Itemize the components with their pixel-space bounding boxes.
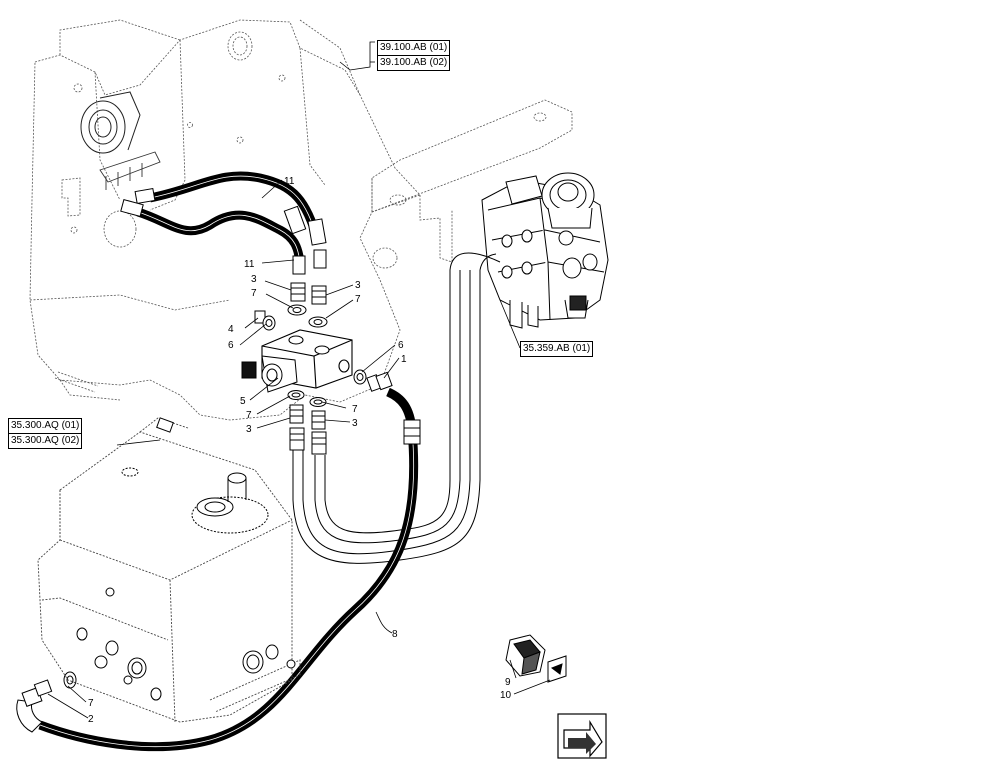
next-page-arrow-icon[interactable] [557,713,607,759]
fittings-side-right [353,369,393,392]
hydraulic-tank [37,417,301,723]
control-valve [481,172,609,329]
callout-6-left: 6 [228,340,234,351]
callout-8: 8 [392,629,398,640]
solenoid [241,355,298,393]
leader-lines [47,41,551,719]
callout-7-lower-left: 7 [246,410,252,421]
hose-8-fittings [16,419,421,733]
rocker-switch-icon [505,634,567,683]
callout-7-tank: 7 [88,698,94,709]
callout-3-upper-left: 3 [251,274,257,285]
fittings-upper [254,282,328,331]
reference-35-300-aq-02[interactable]: 35.300.AQ (02) [8,433,83,449]
callout-11-lower: 11 [244,259,255,270]
reference-39-100-ab-02[interactable]: 39.100.AB (02) [377,55,451,71]
reference-35-359-ab-01[interactable]: 35.359.AB (01) [520,341,594,357]
callout-10: 10 [500,690,512,701]
hose-11-lower [136,207,305,263]
reference-35-300-aq-01[interactable]: 35.300.AQ (01) [8,418,83,433]
fittings-lower [287,390,327,455]
tank-filler [121,417,269,534]
callout-labels: 11 11 3 7 3 7 4 6 6 1 5 7 3 7 3 8 7 2 9 … [88,176,512,725]
reference-39-100-ab-01[interactable]: 39.100.AB (01) [377,40,451,55]
hose-11-end-fittings [120,187,327,275]
machine-frame [29,19,573,421]
frame-bearing [80,91,141,154]
callout-9: 9 [505,677,511,688]
callout-4: 4 [228,324,234,335]
hose-11-upper [149,171,323,242]
callout-3-upper-right: 3 [355,280,361,291]
frame-bracket [99,151,161,190]
callout-7-upper-left: 7 [251,288,257,299]
callout-6-right: 6 [398,340,404,351]
callout-5: 5 [240,396,246,407]
callout-11-upper: 11 [284,176,295,187]
callout-7-upper-right: 7 [355,294,361,305]
hose-8 [38,387,419,752]
frame-holes [54,31,547,393]
callout-2: 2 [88,714,94,725]
callout-3-lower-right: 3 [352,418,358,429]
callout-7-lower-right: 7 [352,404,358,415]
callout-3-lower-left: 3 [246,424,252,435]
tank-ports [76,587,296,701]
callout-1: 1 [401,354,407,365]
